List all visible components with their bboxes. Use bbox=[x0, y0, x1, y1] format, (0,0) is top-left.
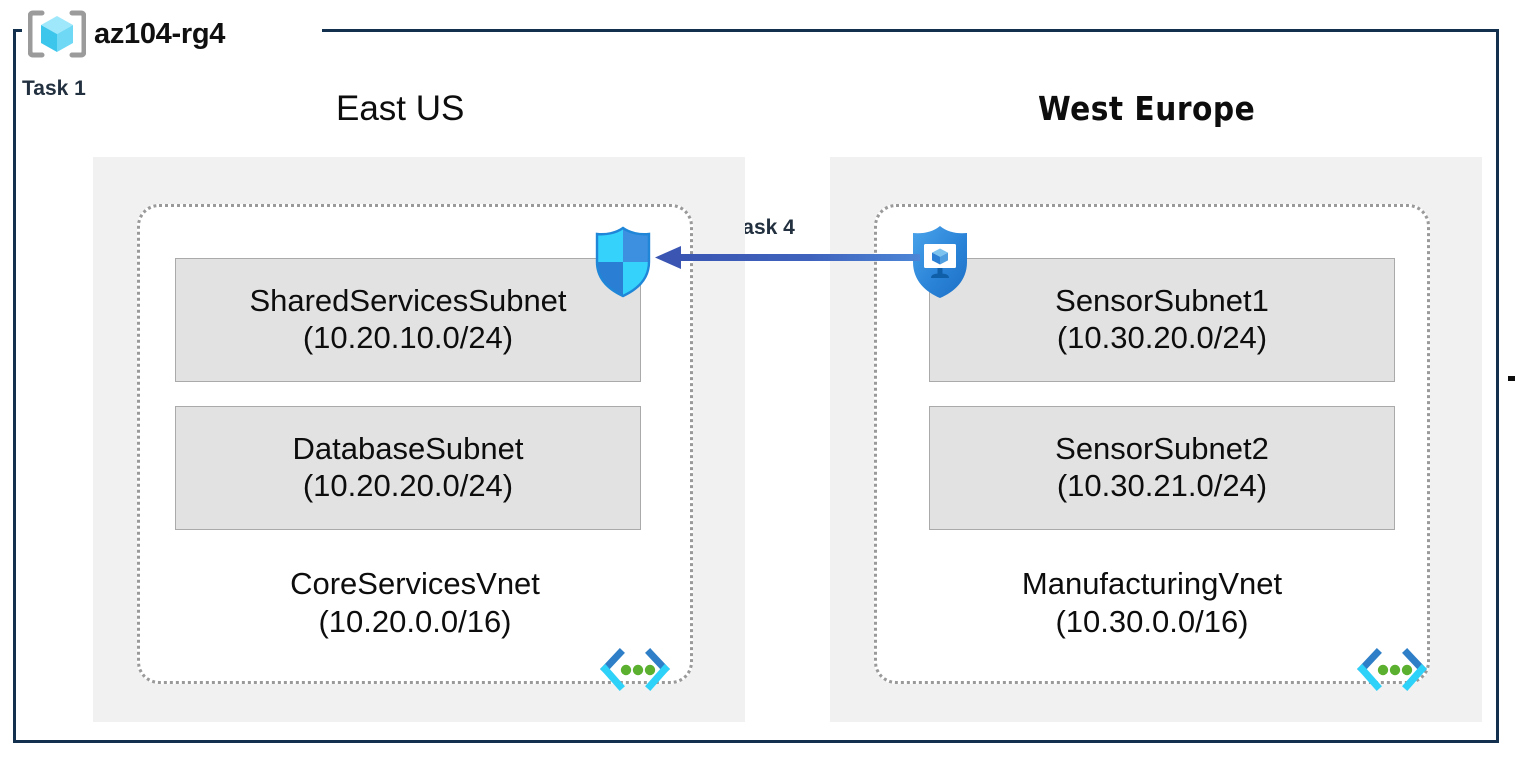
resource-group-cube-icon bbox=[28, 10, 86, 58]
left-arrow-icon bbox=[655, 243, 920, 273]
network-security-group-shield-icon bbox=[592, 226, 654, 298]
virtual-network-icon bbox=[1355, 648, 1429, 692]
virtual-network-icon bbox=[598, 648, 672, 692]
region-title-west-europe: West Europe bbox=[1038, 89, 1256, 128]
subnet-sharedservicessubnet: SharedServicesSubnet (10.20.10.0/24) bbox=[175, 258, 641, 382]
vnet-cidr: (10.30.0.0/16) bbox=[1055, 603, 1249, 639]
resource-group-frame bbox=[13, 29, 1499, 743]
subnet-cidr: (10.30.20.0/24) bbox=[1056, 320, 1268, 355]
vnet-cidr: (10.20.0.0/16) bbox=[318, 603, 512, 639]
subnet-cidr: (10.20.20.0/24) bbox=[302, 468, 514, 503]
subnet-name: SharedServicesSubnet bbox=[249, 283, 567, 319]
subnet-cidr: (10.20.10.0/24) bbox=[302, 320, 514, 355]
vnet-caption-coreservicesvnet: CoreServicesVnet (10.20.0.0/16) bbox=[137, 565, 693, 641]
subnet-name: SensorSubnet2 bbox=[1055, 431, 1269, 467]
subnet-sensorsubnet1: SensorSubnet1 (10.30.20.0/24) bbox=[929, 258, 1395, 382]
defender-for-cloud-shield-icon bbox=[909, 224, 971, 300]
region-title-east-us: East US bbox=[336, 89, 465, 128]
task-label-1: Task 1 bbox=[22, 77, 86, 100]
subnet-name: SensorSubnet1 bbox=[1055, 283, 1269, 319]
vnet-caption-manufacturingvnet: ManufacturingVnet (10.30.0.0/16) bbox=[874, 565, 1430, 641]
resource-group-title: az104-rg4 bbox=[28, 10, 226, 58]
subnet-sensorsubnet2: SensorSubnet2 (10.30.21.0/24) bbox=[929, 406, 1395, 530]
vnet-name: CoreServicesVnet bbox=[290, 566, 540, 601]
subnet-cidr: (10.30.21.0/24) bbox=[1056, 468, 1268, 503]
subnet-databasesubnet: DatabaseSubnet (10.20.20.0/24) bbox=[175, 406, 641, 530]
subnet-name: DatabaseSubnet bbox=[292, 431, 524, 467]
task-label-4: Task 4 bbox=[731, 216, 795, 239]
vnet-name: ManufacturingVnet bbox=[1021, 566, 1283, 601]
edge-artifact bbox=[1508, 376, 1515, 381]
resource-group-name: az104-rg4 bbox=[94, 17, 226, 50]
